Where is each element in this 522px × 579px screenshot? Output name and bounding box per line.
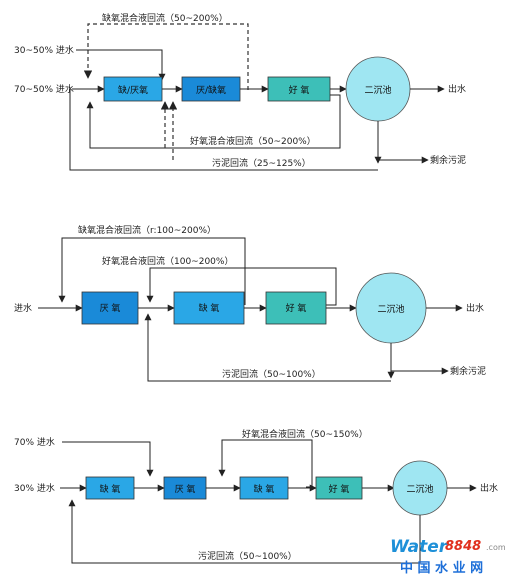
tank-anoxic-3a-label: 缺 氧 (100, 483, 121, 495)
excess-sludge-label-2: 剩余污泥 (450, 365, 486, 377)
aerobic-return-label-3: 好氧混合液回流（50~150%） (242, 428, 368, 440)
tank-anaerobic-anoxic-label: 厌/缺氧 (196, 84, 226, 96)
effluent-label-3: 出水 (480, 482, 498, 494)
tank-anaerobic-3-label: 厌 氧 (175, 483, 196, 495)
influent-split-line-3 (62, 441, 154, 477)
influent-main-label-3: 30% 进水 (14, 482, 55, 494)
sludge-return-label-2: 污泥回流（50~100%） (222, 368, 321, 380)
sludge-return-label: 污泥回流（25~125%） (212, 157, 311, 169)
sludge-return-line (69, 89, 378, 171)
tank-aerobic-label: 好 氧 (289, 84, 310, 96)
watermark-brand-red: 8848 (445, 539, 481, 554)
tank-anoxic-2-label: 缺 氧 (199, 302, 220, 314)
anoxic-return-label: 缺氧混合液回流（r:100~200%） (78, 224, 216, 236)
clarifier-2-label: 二沉池 (377, 303, 404, 315)
tank-anoxic-3b-label: 缺 氧 (254, 483, 275, 495)
diagram-1: 缺氧混合液回流（50~200%） 30~50% 进水 70~50% 进水 缺/厌… (14, 12, 466, 171)
tank-anaerobic-2-label: 厌 氧 (100, 302, 121, 314)
effluent-label: 出水 (448, 83, 466, 95)
watermark-logo: Water 8848 .com 中 国 水 业 网 (390, 537, 506, 576)
influent-split-label: 30~50% 进水 (14, 44, 74, 56)
aerobic-return-label-2: 好氧混合液回流（100~200%） (102, 255, 233, 267)
diagram-2: 缺氧混合液回流（r:100~200%） 好氧混合液回流（100~200%） 进水… (14, 224, 486, 382)
tank-aerobic (267, 76, 331, 102)
clarifier-label: 二沉池 (364, 84, 391, 96)
excess-sludge-label: 剩余污泥 (430, 154, 466, 166)
tank-anoxic-anaerobic (103, 76, 163, 102)
tank-anoxic-anaerobic-label: 缺/厌氧 (118, 84, 148, 96)
sludge-return-line-3 (68, 499, 421, 564)
anoxic-return-line (58, 237, 246, 305)
tank-aerobic-2-label: 好 氧 (286, 302, 307, 314)
watermark-domain: .com (486, 543, 506, 552)
watermark-cn: 中 国 水 业 网 (400, 560, 483, 576)
diagram-3: 70% 进水 好氧混合液回流（50~150%） 30% 进水 缺 氧 厌 氧 缺… (14, 428, 498, 564)
aerobic-return-label: 好氧混合液回流（50~200%） (190, 135, 316, 147)
clarifier-3-label: 二沉池 (406, 483, 433, 495)
aerobic-return-line-2 (146, 267, 337, 306)
influent-split-label-3: 70% 进水 (14, 436, 55, 448)
dashed-return-line (83, 23, 249, 90)
watermark-brand-blue: Water (390, 537, 449, 557)
effluent-label-2: 出水 (466, 302, 484, 314)
tank-aerobic-3-label: 好 氧 (329, 483, 350, 495)
influent-label-2: 进水 (14, 302, 32, 314)
aerobic-return-line (86, 94, 341, 149)
influent-main-label: 70~50% 进水 (14, 83, 74, 95)
dashed-return-label: 缺氧混合液回流（50~200%） (102, 12, 228, 24)
tank-aerobic-2 (265, 291, 327, 325)
sludge-return-line-2 (144, 313, 391, 382)
influent-split-line (76, 49, 166, 81)
sludge-return-label-3: 污泥回流（50~100%） (198, 550, 297, 562)
